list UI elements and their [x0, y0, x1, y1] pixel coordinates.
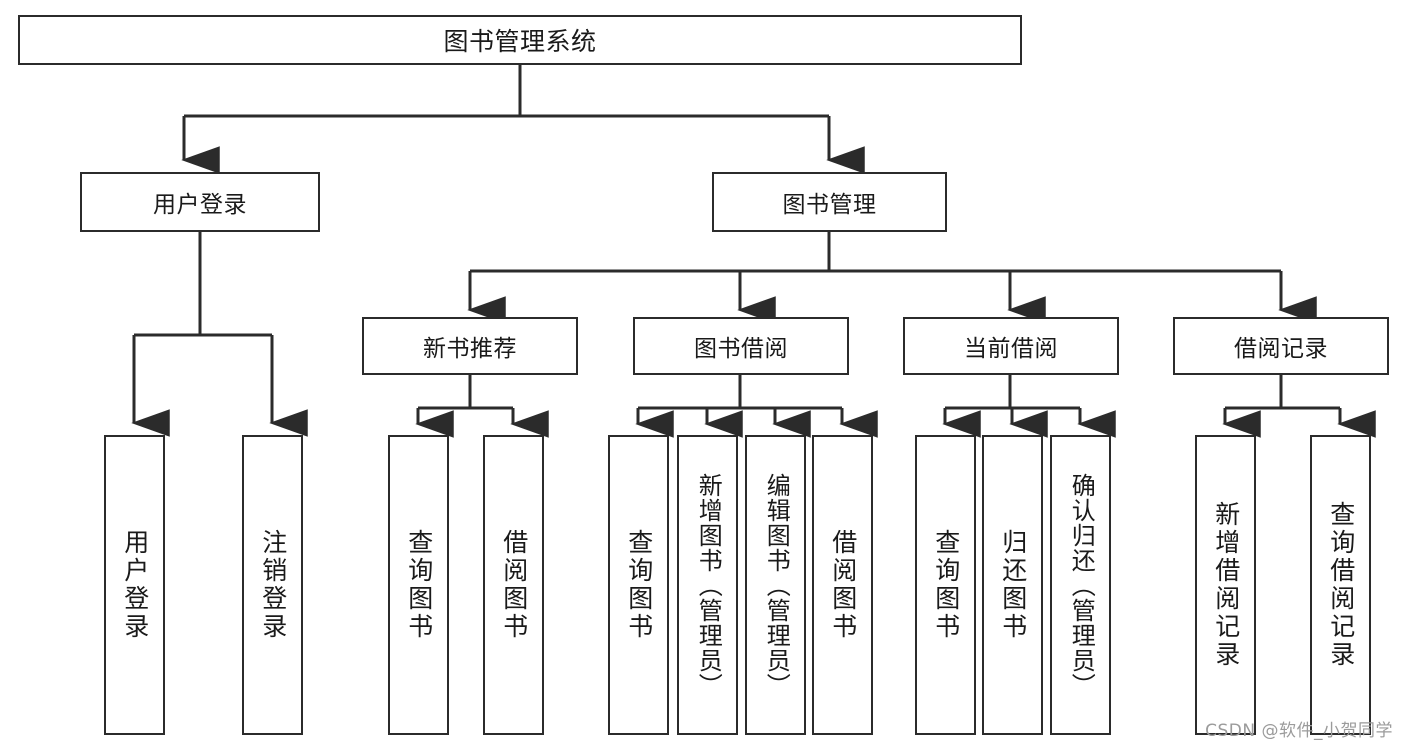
node-root-label: 图书管理系统 — [443, 27, 597, 56]
node-new-book-recommend[interactable]: 新书推荐 — [362, 317, 578, 375]
leaf-user-login[interactable]: 用户登录 — [104, 435, 165, 735]
node-book-management[interactable]: 图书管理 — [712, 172, 947, 232]
node-book-borrow[interactable]: 图书借阅 — [633, 317, 849, 375]
leaf-record-query[interactable]: 查询借阅记录 — [1310, 435, 1371, 735]
watermark: CSDN @软件_小贺同学 — [1205, 721, 1393, 741]
node-current-borrow[interactable]: 当前借阅 — [903, 317, 1119, 375]
leaf-record-add[interactable]: 新增借阅记录 — [1195, 435, 1256, 735]
leaf-borrow-query-book[interactable]: 查询图书 — [608, 435, 669, 735]
node-user-login-label: 用户登录 — [153, 192, 247, 218]
node-user-login[interactable]: 用户登录 — [80, 172, 320, 232]
node-borrow-record[interactable]: 借阅记录 — [1173, 317, 1389, 375]
node-book-management-label: 图书管理 — [782, 192, 877, 218]
node-current-borrow-label: 当前借阅 — [964, 336, 1058, 362]
leaf-user-logout[interactable]: 注销登录 — [242, 435, 303, 735]
leaf-borrow-borrow-book-label: 借阅图书 — [828, 529, 858, 641]
node-book-borrow-label: 图书借阅 — [694, 336, 788, 362]
leaf-recommend-borrow-book-label: 借阅图书 — [499, 529, 529, 641]
leaf-borrow-edit-book-label: 编辑图书（管理员） — [762, 472, 791, 698]
leaf-record-add-label: 新增借阅记录 — [1211, 501, 1241, 669]
leaf-recommend-query-book[interactable]: 查询图书 — [388, 435, 449, 735]
leaf-user-login-label: 用户登录 — [120, 529, 150, 641]
leaf-borrow-edit-book[interactable]: 编辑图书（管理员） — [745, 435, 806, 735]
leaf-current-confirm-return[interactable]: 确认归还（管理员） — [1050, 435, 1111, 735]
leaf-recommend-borrow-book[interactable]: 借阅图书 — [483, 435, 544, 735]
node-borrow-record-label: 借阅记录 — [1234, 336, 1328, 362]
leaf-recommend-query-book-label: 查询图书 — [404, 529, 434, 641]
leaf-borrow-add-book[interactable]: 新增图书（管理员） — [677, 435, 738, 735]
node-new-book-recommend-label: 新书推荐 — [423, 336, 517, 362]
leaf-current-return-book[interactable]: 归还图书 — [982, 435, 1043, 735]
node-root[interactable]: 图书管理系统 — [18, 15, 1022, 65]
leaf-user-logout-label: 注销登录 — [258, 529, 288, 641]
leaf-record-query-label: 查询借阅记录 — [1326, 501, 1356, 669]
leaf-borrow-query-book-label: 查询图书 — [624, 529, 654, 641]
leaf-borrow-add-book-label: 新增图书（管理员） — [694, 472, 723, 698]
leaf-current-query-book-label: 查询图书 — [931, 529, 961, 641]
leaf-borrow-borrow-book[interactable]: 借阅图书 — [812, 435, 873, 735]
leaf-current-confirm-return-label: 确认归还（管理员） — [1067, 472, 1096, 698]
leaf-current-return-book-label: 归还图书 — [998, 529, 1028, 641]
leaf-current-query-book[interactable]: 查询图书 — [915, 435, 976, 735]
